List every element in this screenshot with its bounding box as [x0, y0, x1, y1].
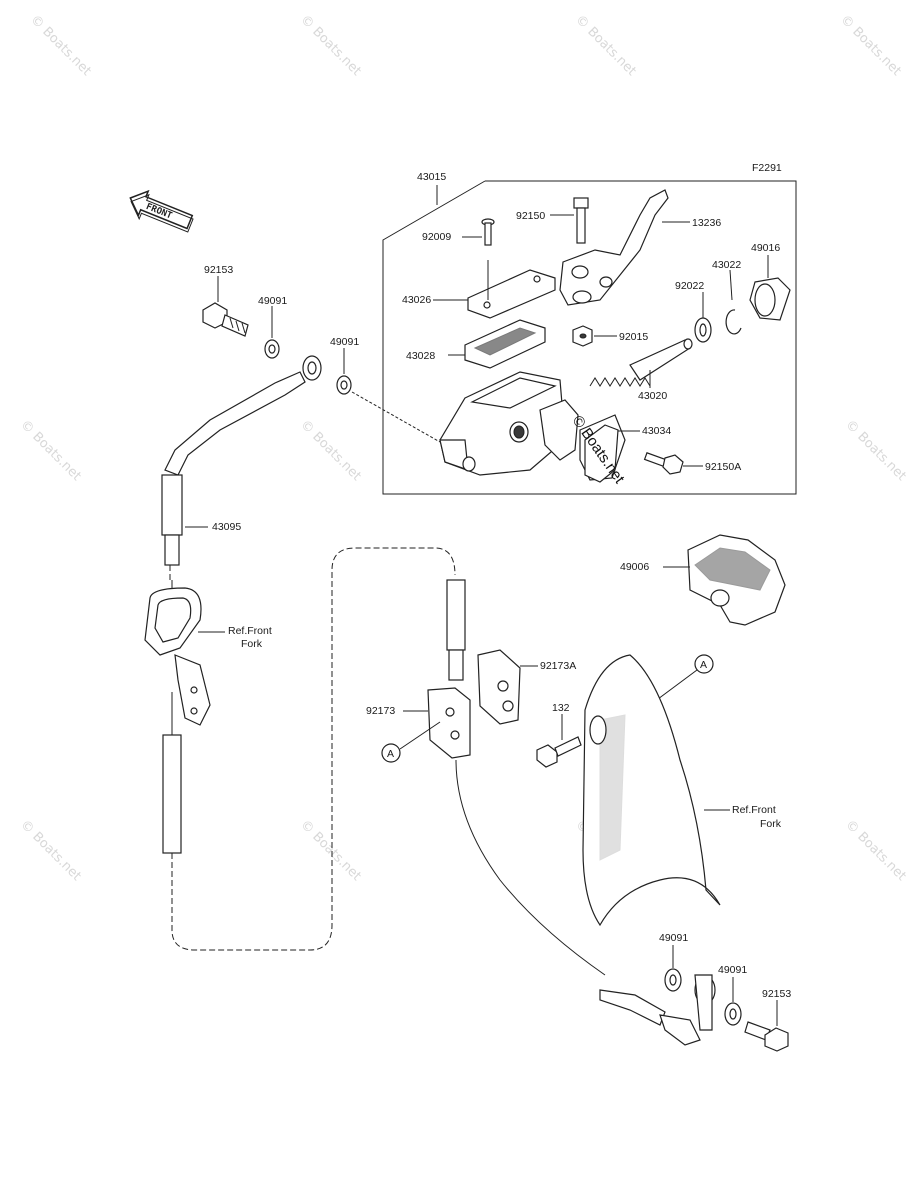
- part-label-92015: 92015: [619, 331, 648, 343]
- part-label-43028: 43028: [406, 350, 435, 362]
- banjo-bolt-92153-bottom: [744, 1000, 789, 1052]
- part-label-49091-b: 49091: [330, 336, 359, 348]
- bracket-92173A: [477, 649, 538, 725]
- bracket-92173: [403, 687, 471, 759]
- part-label-92173A: 92173A: [540, 660, 576, 672]
- part-label-43026: 43026: [402, 294, 431, 306]
- boot-49016: [749, 255, 791, 321]
- banjo-bolt-92153-top: [202, 276, 249, 337]
- part-label-92173: 92173: [366, 705, 395, 717]
- front-arrow-icon: FRONT: [129, 189, 194, 233]
- watermark: © Boats.net: [842, 417, 909, 484]
- washer-49091-a: [264, 306, 280, 359]
- svg-text:A: A: [387, 748, 394, 760]
- part-label-49091-d: 49091: [718, 964, 747, 976]
- washer-49091-b: [336, 348, 441, 443]
- part-label-43022: 43022: [712, 259, 741, 271]
- assembly-box-43015: 43015: [382, 171, 797, 495]
- bolt-92150A: [643, 452, 703, 475]
- part-label-49091-c: 49091: [659, 932, 688, 944]
- part-label-49006: 49006: [620, 561, 649, 573]
- watermark: © Boats.net: [842, 817, 909, 884]
- hose-clamp-left: [144, 587, 225, 726]
- hose-lower: [446, 579, 606, 976]
- part-label-92153-top: 92153: [204, 264, 233, 276]
- diaphragm-43028: [448, 319, 546, 369]
- hose-fitting-lower: [599, 974, 716, 1046]
- watermark: © Boats.net: [17, 817, 84, 884]
- front-fork-ref: [582, 654, 730, 927]
- part-label-49091-a: 49091: [258, 295, 287, 307]
- nut-92015: [572, 325, 617, 347]
- washer-92022: [694, 292, 712, 343]
- piston-spring-43020: [589, 338, 693, 388]
- ref-front-fork-label-2b: Fork: [760, 818, 782, 830]
- svg-text:A: A: [700, 659, 707, 671]
- ref-front-fork-label-2a: Ref.Front: [732, 804, 776, 816]
- watermark: © Boats.net: [837, 12, 904, 79]
- bolt-132: [536, 714, 582, 768]
- lever-13236: [559, 189, 690, 306]
- part-label-43015: 43015: [417, 171, 446, 183]
- part-label-43095: 43095: [212, 521, 241, 533]
- bolt-92150: [550, 197, 589, 244]
- part-label-92150A: 92150A: [705, 461, 741, 473]
- watermark: © Boats.net: [27, 12, 94, 79]
- part-label-92150: 92150: [516, 210, 545, 222]
- watermark: © Boats.net: [297, 12, 364, 79]
- guard-49006: [663, 534, 786, 626]
- watermark: © Boats.net: [572, 12, 639, 79]
- washer-49091-c: [664, 945, 682, 992]
- part-label-43034: 43034: [642, 425, 671, 437]
- hose-43095: [161, 355, 456, 951]
- reservoir-cap-43026: [433, 269, 556, 319]
- ref-front-fork-label-1b: Fork: [241, 638, 263, 650]
- part-label-49016: 49016: [751, 242, 780, 254]
- watermark: © Boats.net: [17, 417, 84, 484]
- part-label-13236: 13236: [692, 217, 721, 229]
- ref-front-fork-label-1a: Ref.Front: [228, 625, 272, 637]
- part-label-92009: 92009: [422, 231, 451, 243]
- screw-92009: [462, 218, 495, 300]
- washer-49091-d: [724, 977, 742, 1026]
- callout-a-1: A: [381, 721, 441, 763]
- circlip-43022: [725, 269, 742, 335]
- part-label-92022: 92022: [675, 280, 704, 292]
- part-label-43020: 43020: [638, 390, 667, 402]
- figure-code: F2291: [752, 162, 782, 174]
- watermark: © Boats.net: [297, 817, 364, 884]
- watermark: © Boats.net: [297, 417, 364, 484]
- clamp-43034: [584, 424, 640, 483]
- part-label-92153-bottom: 92153: [762, 988, 791, 1000]
- part-label-132: 132: [552, 702, 570, 714]
